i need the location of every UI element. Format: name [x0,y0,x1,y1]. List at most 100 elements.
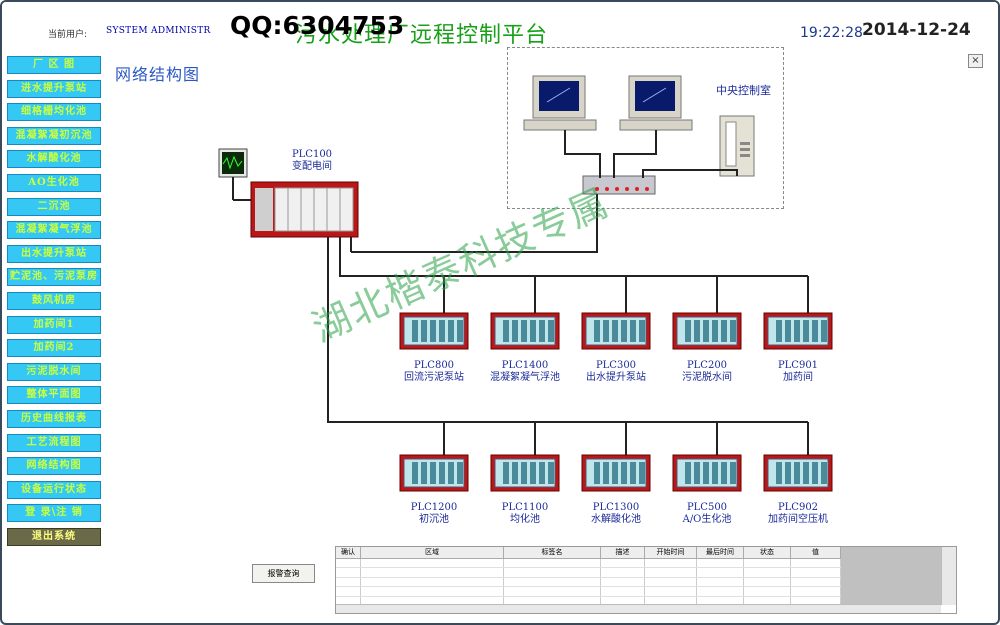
alarm-column-lines [336,559,841,606]
nav-item-9[interactable]: 贮泥池、污泥泵房 [7,268,101,287]
workstation-2-icon[interactable] [619,75,693,131]
alarm-col-header-2[interactable]: 标签名 [504,547,601,558]
alarm-col-header-0[interactable]: 确认 [336,547,361,558]
vertical-scrollbar[interactable] [941,547,956,605]
nav-item-12[interactable]: 加药间2 [7,339,101,358]
plc-code: PLC500 [686,502,728,513]
current-user-label: 当前用户: [48,30,88,40]
nav-item-5[interactable]: AO生化池 [7,173,101,192]
plc_row2-plc-rack-icon-1[interactable] [490,422,560,492]
control-room-label: 中央控制室 [716,84,771,97]
plc_row1-plc-rack-icon-3[interactable] [672,276,742,350]
nav-item-7[interactable]: 混凝絮凝气浮池 [7,221,101,240]
nav-item-18[interactable]: 设备运行状态 [7,480,101,499]
table-row[interactable] [336,587,841,597]
nav-item-16[interactable]: 工艺流程图 [7,433,101,452]
table-row[interactable] [336,568,841,578]
alarm-col-line [744,559,791,606]
page-title: 网络结构图 [115,65,201,84]
plc-code: PLC902 [777,502,819,513]
alarm-col-header-4[interactable]: 开始时间 [645,547,697,558]
alarm-table: 确认区域标签名描述开始时间最后时间状态值 [335,546,957,614]
plc-name: 均化池 [510,514,540,525]
nav-item-0[interactable]: 厂 区 图 [7,56,101,74]
platform-title: 污水处理厂远程控制平台 [295,23,549,48]
alarm-rows [336,559,841,606]
nav-item-2[interactable]: 细格栅均化池 [7,103,101,122]
nav-item-11[interactable]: 加药间1 [7,315,101,334]
plc100-code: PLC100 [291,149,333,160]
clock-time: 19:22:28 [800,25,863,41]
header-bar: 当前用户: SYSTEM ADMINISTR 污水处理厂远程控制平台 QQ:63… [2,2,998,48]
alarm-col-header-5[interactable]: 最后时间 [697,547,744,558]
plc_row1-plc-rack-icon-0[interactable] [399,276,469,350]
plc-code: PLC1400 [501,360,549,371]
clock-date: 2014-12-24 [862,20,971,40]
plc_row2-plc-rack-icon-3[interactable] [672,422,742,492]
nav-item-17[interactable]: 网络结构图 [7,457,101,476]
nav-item-6[interactable]: 二沉池 [7,197,101,216]
nav-item-13[interactable]: 污泥脱水间 [7,362,101,381]
field-bus-lines [327,237,808,423]
plc-name: A/O生化池 [682,514,732,525]
plc-name: 初沉池 [419,514,449,525]
exit-system-button[interactable]: 退出系统 [7,527,101,546]
close-button[interactable]: × [968,54,983,68]
plc-code: PLC1300 [592,502,640,513]
nav-item-19[interactable]: 登 录\注 销 [7,504,101,523]
alarm-col-header-7[interactable]: 值 [791,547,841,558]
plc_row2-plc-rack-icon-4[interactable] [763,422,833,492]
plc-name: 加药间空压机 [768,514,828,525]
nav-item-8[interactable]: 出水提升泵站 [7,244,101,263]
plc-name: 出水提升泵站 [586,372,646,383]
alarm-col-header-3[interactable]: 描述 [601,547,645,558]
alarm-col-line [697,559,744,606]
plc-name: 加药间 [783,372,813,383]
sidebar-nav: 厂 区 图进水提升泵站细格栅均化池混凝絮凝初沉池水解酸化池 AO生化池二沉池混凝絮… [7,56,101,551]
nav-item-10[interactable]: 鼓风机房 [7,291,101,310]
alarm-col-header-1[interactable]: 区域 [361,547,504,558]
plc-code: PLC300 [595,360,637,371]
alarm-col-header-6[interactable]: 状态 [744,547,791,558]
network-switch-icon[interactable] [582,175,656,195]
nav-item-4[interactable]: 水解酸化池 [7,150,101,169]
nav-item-1[interactable]: 进水提升泵站 [7,79,101,98]
plc-code: PLC901 [777,360,819,371]
plc-code: PLC800 [413,360,455,371]
plc_row1-plc-rack-icon-1[interactable] [490,276,560,350]
plc100-rack-icon[interactable] [218,148,359,238]
plc_row2-plc-rack-icon-0[interactable] [399,422,469,492]
workstation-1-icon[interactable] [523,75,597,131]
server-icon[interactable] [719,115,755,177]
nav-item-15[interactable]: 历史曲线报表 [7,409,101,428]
alarm-col-line [645,559,697,606]
alarm-col-line [336,559,361,606]
table-row[interactable] [336,559,841,569]
plc-name: 回流污泥泵站 [404,372,464,383]
horizontal-scrollbar[interactable] [336,604,941,613]
plc100-label: PLC100 变配电间 [267,149,357,173]
nav-item-3[interactable]: 混凝絮凝初沉池 [7,126,101,145]
plc_row2-plc-rack-icon-2[interactable] [581,422,651,492]
alarm-col-line [504,559,601,606]
plc100-name: 变配电间 [292,161,332,172]
plc_row1-plc-rack-icon-4[interactable] [763,276,833,350]
nav-item-14[interactable]: 整体平面图 [7,386,101,405]
table-row[interactable] [336,578,841,588]
plc-name: 混凝絮凝气浮池 [490,372,560,383]
plc-code: PLC1100 [501,502,549,513]
alarm-query-button[interactable]: 报警查询 [252,564,315,583]
plc-name: 水解酸化池 [591,514,641,525]
alarm-col-line [791,559,841,606]
plc_row1-plc-rack-icon-2[interactable] [581,276,651,350]
